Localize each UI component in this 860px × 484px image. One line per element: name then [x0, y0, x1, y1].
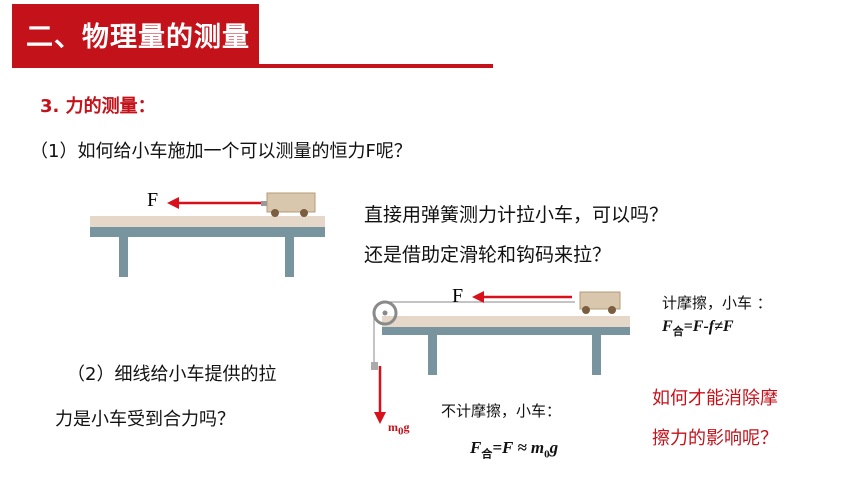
cart-wheel: [582, 306, 590, 314]
force-label: F: [452, 285, 463, 307]
table-top: [90, 216, 325, 227]
title-banner: 二、物理量的测量: [12, 4, 259, 64]
formula-no-friction: F合=F ≈ m0g: [470, 438, 559, 461]
force-label: F: [147, 189, 158, 211]
cart-body: [579, 291, 621, 310]
cart-wheel: [271, 209, 279, 217]
cart-hook: [261, 201, 267, 206]
red-question-line-1: 如何才能消除摩: [652, 388, 778, 409]
hanging-weight: [371, 362, 378, 370]
weight-arrowhead: [374, 412, 386, 424]
title-underline: [12, 64, 493, 68]
pulley-axle: [382, 310, 388, 316]
table-edge: [382, 327, 630, 335]
formula-with-friction: F合=F-f≠F: [662, 318, 734, 339]
question-2-line-2: 力是小车受到合力吗？: [55, 409, 235, 430]
weight-label: m0g: [388, 420, 410, 438]
no-friction-label: 不计摩擦，小车：: [441, 402, 562, 420]
diagram-cart-table-1: F: [90, 189, 325, 277]
force-arrowhead: [472, 291, 484, 303]
question-2-line-1: （2）细线给小车提供的拉: [67, 364, 277, 385]
answer-line-2: 还是借助定滑轮和钩码来拉？: [364, 244, 612, 266]
cart-wheel: [608, 306, 616, 314]
friction-label: 计摩擦，小车 ：: [662, 294, 772, 312]
table-leg-right: [592, 335, 601, 375]
diagram-pulley: F: [371, 285, 630, 424]
cart-wheel: [300, 209, 308, 217]
table-leg-left: [428, 335, 437, 375]
question-1: （1）如何给小车施加一个可以测量的恒力F呢？: [30, 141, 412, 162]
table-edge: [90, 227, 325, 237]
table-top: [382, 316, 630, 327]
red-question-line-2: 擦力的影响呢？: [652, 428, 778, 449]
page-title: 二、物理量的测量: [26, 21, 250, 53]
section-heading: 3. 力的测量：: [40, 96, 156, 117]
answer-line-1: 直接用弹簧测力计拉小车，可以吗？: [364, 204, 669, 226]
table-leg-right: [285, 237, 294, 277]
table-leg-left: [119, 237, 128, 277]
force-arrowhead: [167, 197, 179, 209]
